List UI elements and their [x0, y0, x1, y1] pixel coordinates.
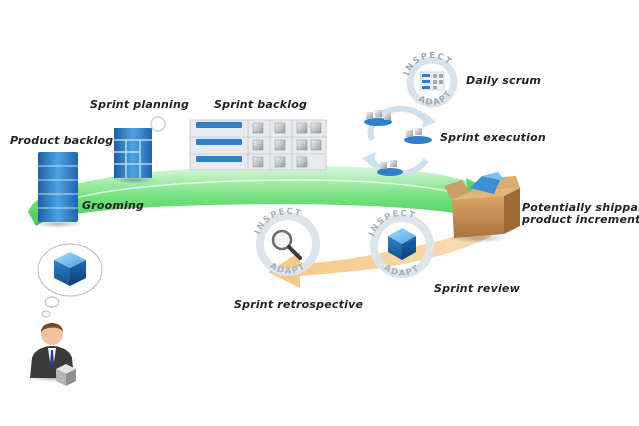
increment-label: Potentially shippable product increment: [522, 201, 639, 226]
sprint-planning-label: Sprint planning: [90, 98, 190, 111]
product-backlog-stack-icon: [32, 152, 84, 228]
sprint-review-inspect-adapt-ring: INSPECT ADAPT: [367, 209, 434, 279]
product-backlog-label: Product backlog: [10, 134, 114, 147]
shipping-box-icon: [444, 172, 520, 243]
review-adapt-text: ADAPT: [382, 263, 422, 279]
grey-cube-icon: [56, 364, 76, 386]
retro-adapt-text: ADAPT: [268, 261, 308, 277]
grooming-label: Grooming: [82, 199, 145, 212]
sprint-review-label: Sprint review: [434, 282, 520, 295]
product-owner-person-icon: [28, 323, 76, 386]
daily-scrum-inspect-adapt-ring: INSPECT ADAPT: [402, 51, 458, 108]
sprint-planning-board-icon: [112, 116, 166, 184]
sprint-execution-label: Sprint execution: [440, 131, 546, 144]
magnifier-icon: [271, 229, 302, 260]
daily-scrum-adapt-text: ADAPT: [416, 88, 454, 108]
sprint-execution-cycle-arrows-icon: [362, 105, 436, 177]
thought-bubble: [37, 243, 103, 318]
daily-scrum-label: Daily scrum: [466, 74, 542, 87]
sprint-backlog-label: Sprint backlog: [214, 98, 308, 111]
thought-cube-icon: [54, 252, 86, 286]
sprint-backlog-task-grid-icon: [189, 119, 327, 171]
sprint-retrospective-label: Sprint retrospective: [234, 298, 364, 311]
review-cube-icon: [388, 228, 416, 260]
